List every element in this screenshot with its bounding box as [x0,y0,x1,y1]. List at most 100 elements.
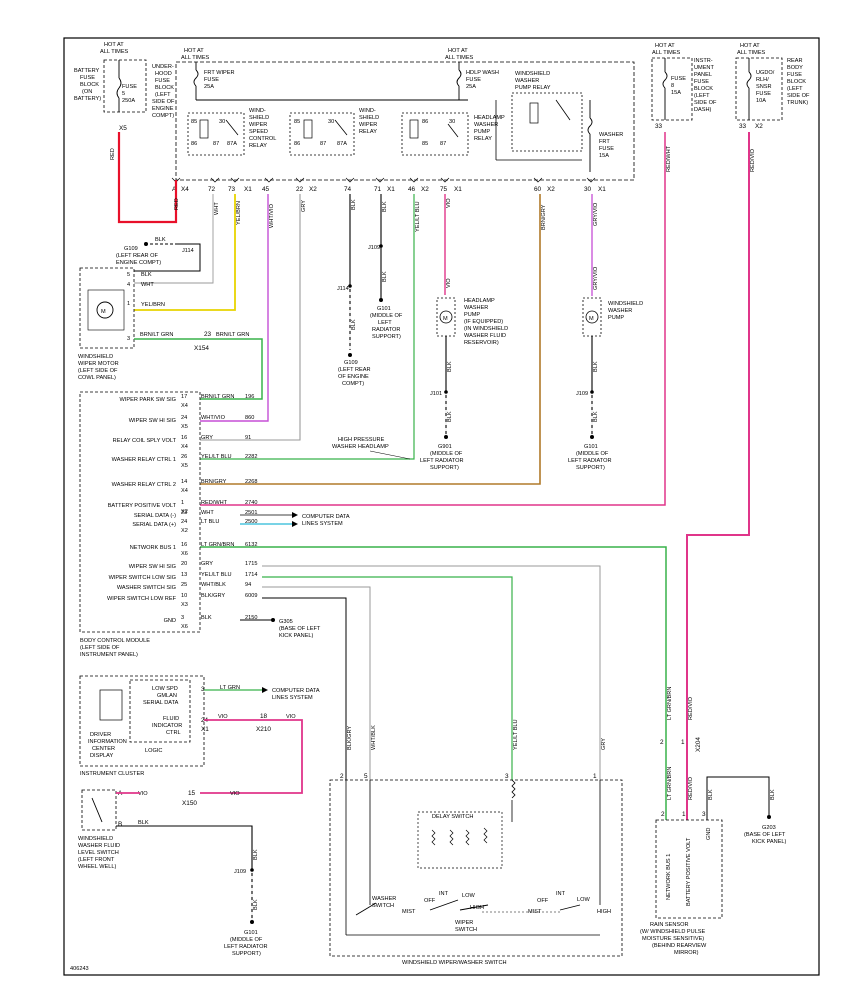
bcm-row-connector: X3 [181,602,188,608]
windshield-wiper-washer-switch [329,779,623,957]
svg-text:J114: J114 [337,286,349,292]
svg-text:FUSE: FUSE [671,76,686,82]
svg-text:CONTROL: CONTROL [249,136,276,142]
svg-text:WIND-: WIND- [249,108,266,114]
svg-text:FUSE: FUSE [599,146,614,152]
bcm-row-circuit: 196 [245,394,254,400]
svg-text:M: M [101,309,106,315]
svg-text:(BASE OF LEFT: (BASE OF LEFT [744,832,786,838]
svg-text:OFF: OFF [537,898,549,904]
bcm-row-wire: YEL/LT BLU [201,454,232,460]
bcm-row-pin: 13 [181,572,187,578]
svg-text:X210: X210 [256,726,271,733]
svg-text:(LEFT: (LEFT [787,86,803,92]
bcm-row-pin: 20 [181,561,187,567]
windshield-washer-pump-relay: WINDSHIELD WASHER PUMP RELAY WASHER FRT … [495,71,623,172]
hdlp-wash-fuse: HOT AT ALL TIMES HDLP WASH FUSE 25A [445,48,499,100]
svg-text:X1: X1 [598,186,606,193]
svg-text:FUSE: FUSE [694,79,709,85]
svg-text:BODY CONTROL MODULE: BODY CONTROL MODULE [80,638,150,644]
svg-text:22: 22 [296,186,304,193]
svg-text:RED/VIO: RED/VIO [688,696,694,720]
bcm-row-label: SERIAL DATA (-) [134,513,176,519]
svg-text:BLK: BLK [593,411,599,422]
svg-text:HIGH: HIGH [597,909,611,915]
rear-body-fuse-block: HOT AT ALL TIMES UGDO/ RLH/ SNSR FUSE 10… [735,43,810,130]
svg-text:33: 33 [655,123,663,130]
svg-text:INDICATOR: INDICATOR [152,723,182,729]
svg-text:BLK: BLK [138,820,149,826]
bcm-row-wire: WHT/VIO [201,415,226,421]
svg-text:X154: X154 [194,345,209,352]
svg-text:X1: X1 [387,186,395,193]
svg-text:SWITCH: SWITCH [372,903,394,909]
svg-text:SUPPORT): SUPPORT) [576,465,605,471]
svg-text:BLK: BLK [351,199,357,210]
svg-text:FRT WIPER: FRT WIPER [204,70,235,76]
svg-text:J114: J114 [182,248,194,254]
svg-text:YEL/LT BLU: YEL/LT BLU [513,719,519,750]
bcm-row-label: WIPER SW HI SIG [129,564,176,570]
svg-text:X1: X1 [201,726,209,733]
wire-brn-lt-grn [134,338,263,400]
instrument-panel-fuse-block: HOT AT ALL TIMES FUSE 8 15A INSTR- UMENT… [651,43,717,130]
svg-text:RESERVOIR): RESERVOIR) [464,340,499,346]
svg-text:UMENT: UMENT [694,65,714,71]
bcm-row-wire: YEL/LT BLU [201,572,232,578]
svg-text:LOGIC: LOGIC [145,748,162,754]
svg-text:87: 87 [320,141,326,147]
svg-text:NETWORK BUS 1: NETWORK BUS 1 [666,854,672,900]
svg-text:LOW SPD: LOW SPD [152,686,178,692]
wire-red-vio [686,132,750,820]
svg-text:B: B [118,821,122,828]
bcm-row-pin: 23 [181,510,187,516]
bcm-row-circuit: 860 [245,415,254,421]
diagram-id: 406243 [70,966,89,972]
svg-text:VIO: VIO [138,791,148,797]
bcm-row-pin: 17 [181,394,187,400]
bcm-row-circuit: 2740 [245,500,257,506]
svg-text:(LEFT REAR: (LEFT REAR [338,367,371,373]
svg-text:BRN/LT GRN: BRN/LT GRN [140,332,173,338]
svg-text:RED/VIO: RED/VIO [688,776,694,800]
svg-text:HIGH PRESSURE: HIGH PRESSURE [338,437,385,443]
bcm-row-pin: 24 [181,415,187,421]
bcm-row-label: GND [164,618,176,624]
svg-text:(LEFT: (LEFT [155,92,171,98]
svg-text:BLK: BLK [593,361,599,372]
bcm-row-label: WIPER PARK SW SIG [120,397,176,403]
svg-text:5: 5 [364,773,368,780]
svg-text:RED: RED [174,198,180,210]
svg-text:SIDE OF: SIDE OF [694,100,717,106]
svg-text:VIO: VIO [446,278,452,288]
svg-text:BLK: BLK [447,411,453,422]
svg-text:PUMP RELAY: PUMP RELAY [515,85,551,91]
bcm-row-connector: X4 [181,444,188,450]
svg-text:LINES SYSTEM: LINES SYSTEM [272,695,313,701]
delay-switch [417,811,503,869]
svg-text:GRY/VIO: GRY/VIO [593,202,599,226]
svg-text:(LEFT SIDE OF: (LEFT SIDE OF [78,368,118,374]
bcm-row-wire: GRY [201,561,213,567]
svg-text:INFORMATION: INFORMATION [88,739,127,745]
bcm-row-connector: X5 [181,463,188,469]
bcm-row-circuit: 2268 [245,479,257,485]
svg-text:85: 85 [294,119,300,125]
svg-text:G101: G101 [377,306,391,312]
bcm-row-wire: RED/WHT [201,500,228,506]
svg-text:WASHER: WASHER [599,132,623,138]
svg-text:J109: J109 [368,245,380,251]
svg-text:1: 1 [127,301,130,307]
svg-text:REAR: REAR [787,58,803,64]
svg-text:WIPER: WIPER [249,122,267,128]
bcm-row-label: NETWORK BUS 1 [130,545,176,551]
svg-text:3: 3 [201,686,205,693]
bcm-row-connector: X5 [181,424,188,430]
bcm-row-wire: WHT [201,510,214,516]
svg-text:LEVEL SWITCH: LEVEL SWITCH [78,850,119,856]
delay-resistors [431,827,488,846]
svg-text:25A: 25A [204,84,214,90]
bcm-row-pin: 25 [181,582,187,588]
svg-text:FLUID: FLUID [163,716,179,722]
svg-text:FUSE: FUSE [204,77,219,83]
